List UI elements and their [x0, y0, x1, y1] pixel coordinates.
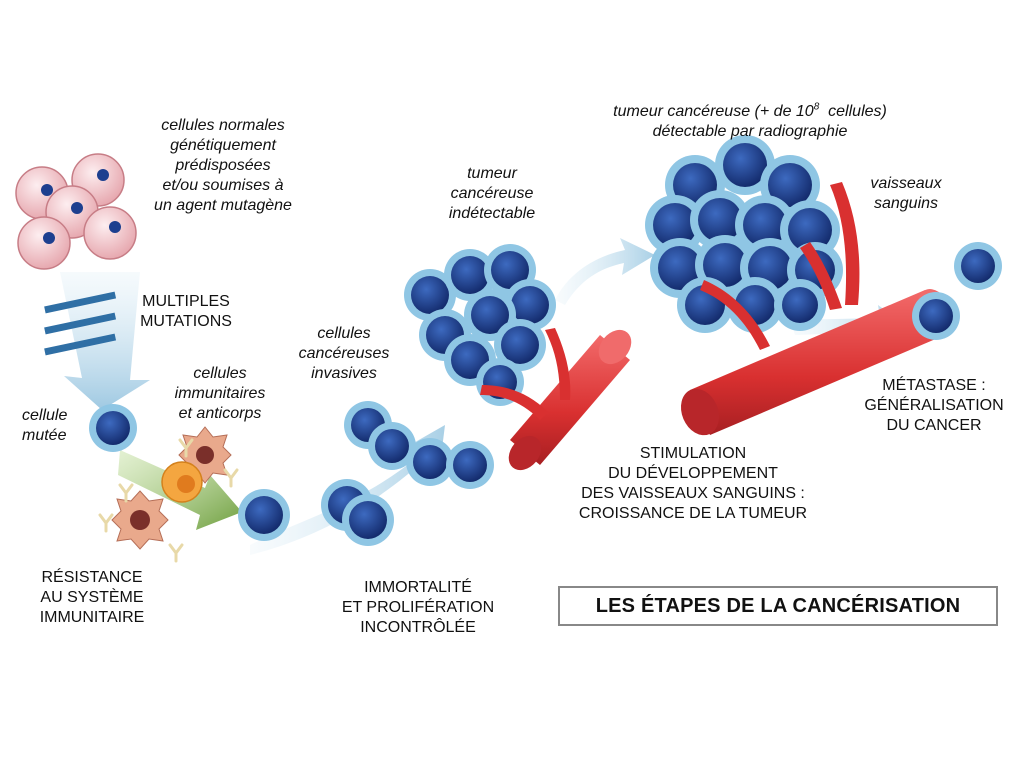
label-immune-cells: cellules immunitaires et anticorps: [174, 365, 266, 422]
detectable-tumor: [645, 135, 843, 333]
label-detectable-tumor: tumeur cancéreuse (+ de 108 cellules) dé…: [613, 101, 887, 140]
label-blood-vessels: vaisseaux sanguins: [870, 175, 942, 212]
invasive-cancer-cells: [238, 401, 494, 546]
label-undetectable-tumor: tumeur cancéreuse indétectable: [448, 165, 536, 222]
arrow-to-detectable: [555, 238, 655, 305]
normal-cells: [15, 153, 137, 270]
immune-cells: [98, 426, 239, 563]
diagram-title: LES ÉTAPES DE LA CANCÉRISATION: [558, 586, 998, 626]
large-blood-vessel: [680, 182, 953, 436]
label-stimulation: STIMULATION DU DÉVELOPPEMENT DES VAISSEA…: [578, 445, 808, 522]
small-blood-vessel: [480, 328, 632, 471]
arrow-to-invasive: [250, 425, 445, 555]
antibodies: [98, 438, 239, 563]
label-resistance: RÉSISTANCE AU SYSTÈME IMMUNITAIRE: [39, 569, 145, 626]
mutation-bars: [44, 291, 117, 356]
label-multiple-mutations: MULTIPLES MUTATIONS: [140, 293, 232, 330]
undetectable-tumor: [404, 244, 556, 406]
label-invasive-cells: cellules cancéreuses invasives: [298, 325, 390, 382]
label-metastasis: MÉTASTASE : GÉNÉRALISATION DU CANCER: [864, 377, 1004, 434]
label-normal-cells: cellules normales génétiquement prédispo…: [154, 117, 292, 214]
label-immortality: IMMORTALITÉ ET PROLIFÉRATION INCONTRÔLÉE: [341, 579, 495, 636]
metastatic-cells: [912, 242, 1002, 340]
label-mutated-cell: cellule mutée: [22, 407, 68, 444]
mutated-cell: [89, 404, 137, 452]
